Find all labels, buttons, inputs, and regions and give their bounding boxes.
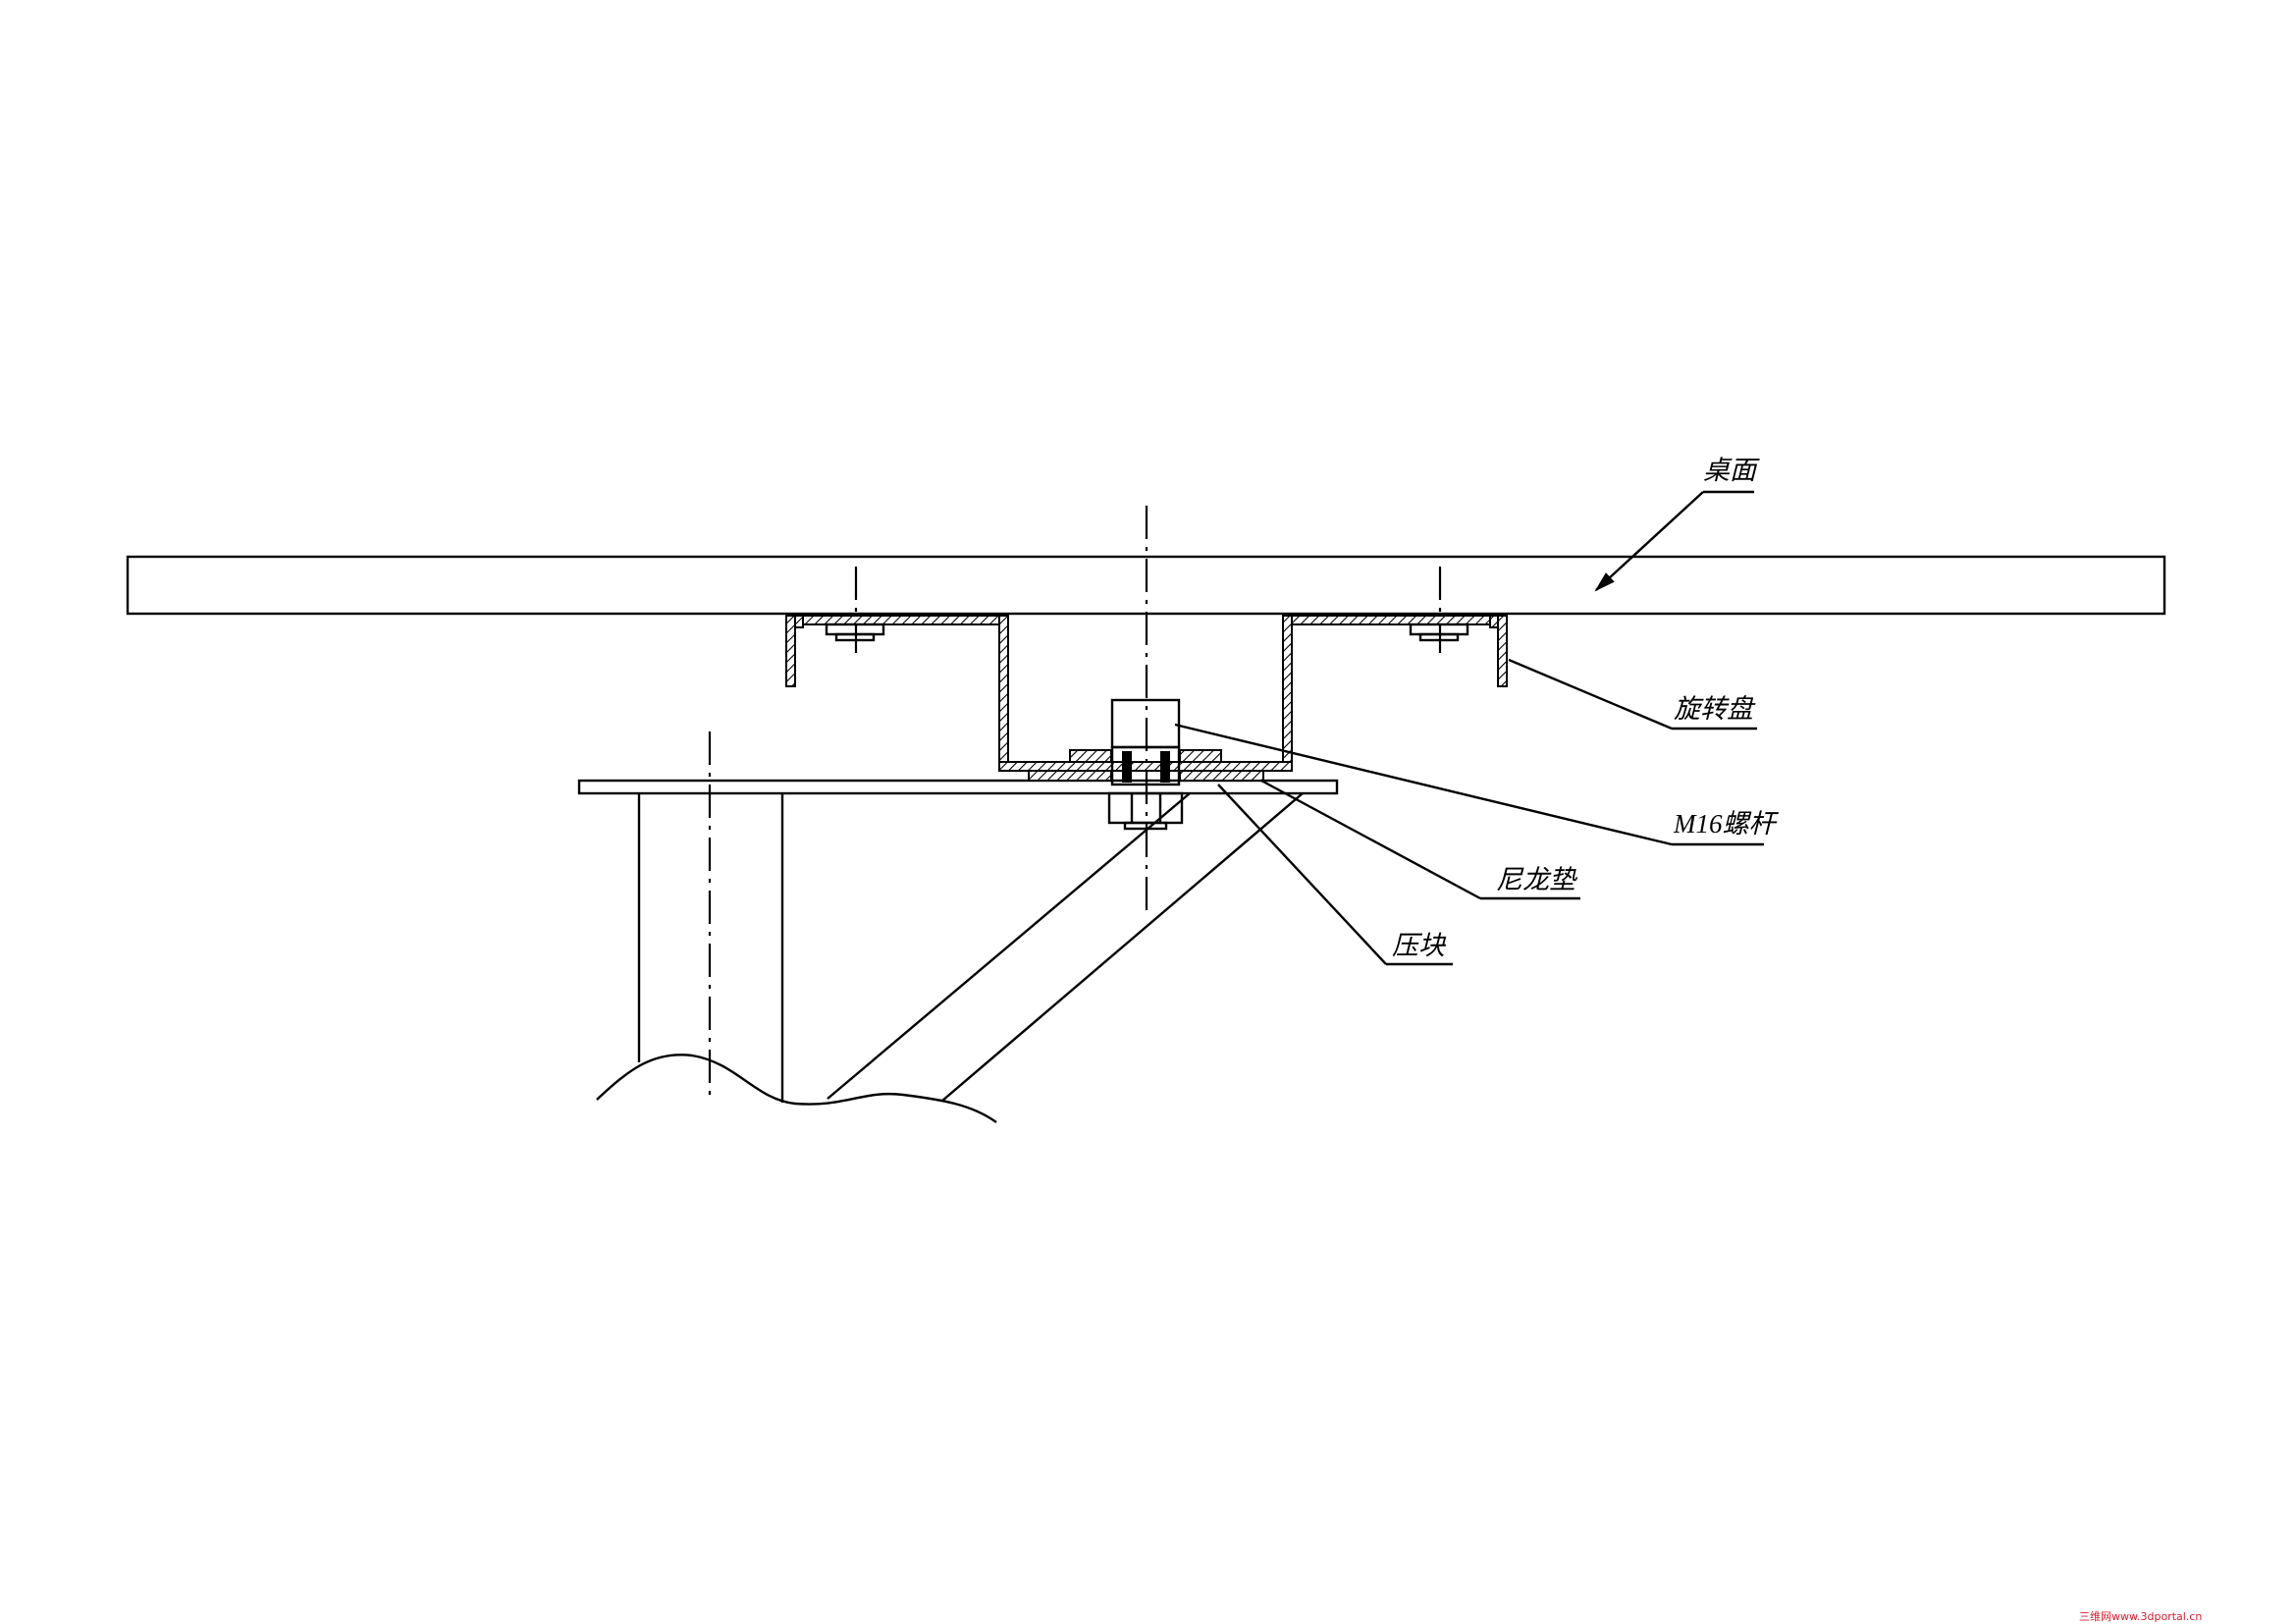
- left-screw-head: [825, 623, 885, 642]
- break-line: [596, 1054, 997, 1123]
- leader-table-top: [1594, 490, 1754, 592]
- support-plate: [577, 779, 1339, 795]
- m16-bolt: [1107, 698, 1184, 831]
- label-nylon-washer: 尼龙垫: [1496, 865, 1578, 894]
- label-turntable: 旋转盘: [1674, 694, 1756, 724]
- nylon-washers: [1028, 749, 1264, 782]
- leader-bolt: [1174, 723, 1764, 846]
- leader-press-block: [1217, 784, 1453, 966]
- leader-turntable: [1508, 658, 1757, 731]
- leader-nylon-washer: [1260, 779, 1580, 900]
- right-screw-head: [1409, 623, 1469, 642]
- label-press-block: 压块: [1392, 931, 1447, 960]
- turntable-profile: [785, 615, 1508, 772]
- diagonal-brace: [827, 792, 1304, 1102]
- label-bolt: M16螺杆: [1673, 809, 1779, 839]
- watermark-text: 三维网www.3dportal.cn: [2079, 1610, 2202, 1623]
- support-post: [637, 793, 784, 1103]
- label-table-top: 桌面: [1703, 456, 1760, 485]
